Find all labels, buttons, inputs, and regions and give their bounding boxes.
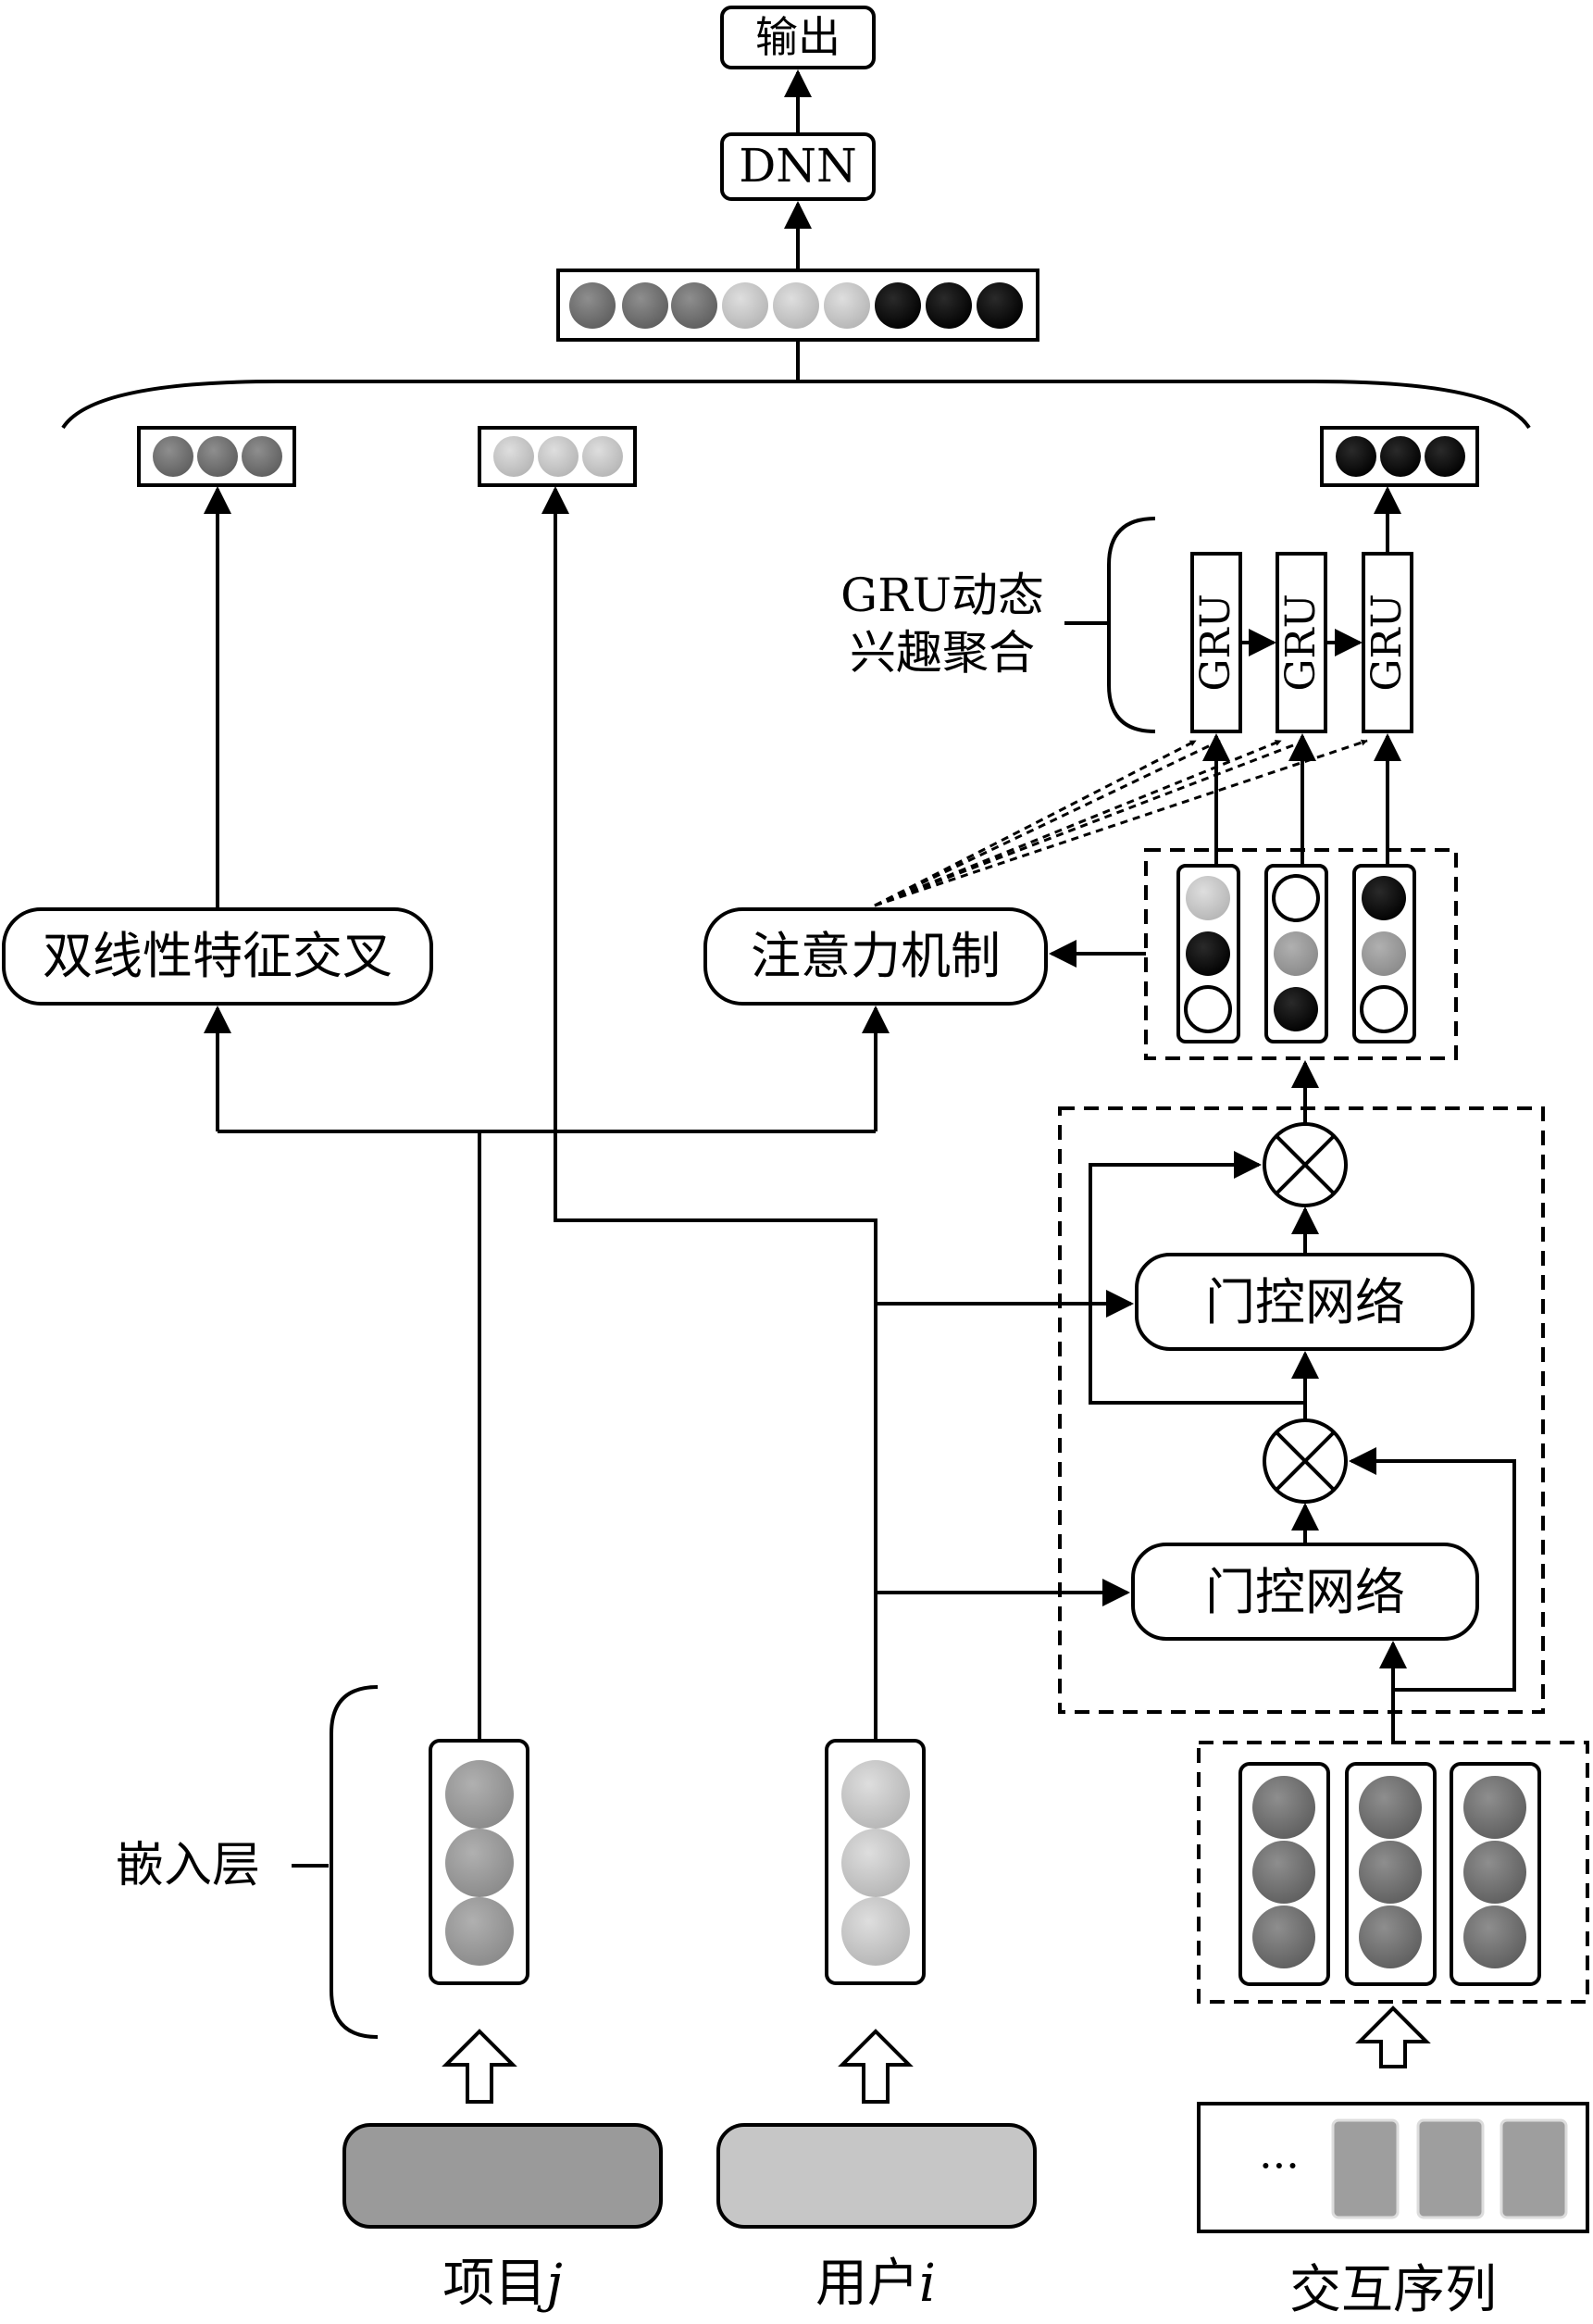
concat-node — [569, 282, 616, 329]
gated-network-group — [1058, 1106, 1545, 1714]
multiply-bottom — [1263, 1418, 1348, 1504]
output-label: 输出 — [755, 12, 840, 62]
bilinear-box: 双线性特征交叉 — [2, 907, 433, 1006]
svg-text:GRU: GRU — [1192, 593, 1239, 691]
gate-bottom-box: 门控网络 — [1131, 1543, 1479, 1641]
gate-top-box: 门控网络 — [1135, 1253, 1475, 1351]
sequence-item — [1331, 2118, 1400, 2219]
concat-node — [875, 282, 921, 329]
hidden-states-group — [1144, 848, 1458, 1060]
hollow-arrow-sequence — [1355, 2005, 1431, 2068]
gru-brace — [1107, 517, 1156, 733]
item-label: 项目j — [442, 2254, 562, 2314]
embedding-label: 嵌入层 — [116, 1838, 260, 1893]
dnn-label: DNN — [739, 139, 857, 193]
gate-bottom-label: 门控网络 — [1205, 1563, 1405, 1621]
concat-node — [824, 282, 870, 329]
attention-weight-lines — [874, 739, 1368, 907]
concat-node — [622, 282, 668, 329]
bilinear-output-vector — [137, 426, 296, 487]
svg-text:GRU: GRU — [1277, 593, 1325, 691]
gru-section-label-line2: 兴趣聚合 — [850, 626, 1035, 680]
gru-cell-1: GRU — [1190, 552, 1242, 733]
bilinear-label: 双线性特征交叉 — [43, 927, 392, 985]
seq-residual-to-mult — [1349, 1447, 1516, 1692]
embedding-brace — [330, 1685, 379, 2039]
user-label: 用户i — [815, 2254, 936, 2314]
gru-cell-2: GRU — [1276, 552, 1327, 733]
concat-node — [671, 282, 717, 329]
svg-text:GRU: GRU — [1363, 593, 1411, 691]
attention-label: 注意力机制 — [751, 927, 1001, 985]
item-input — [342, 2123, 663, 2229]
sequence-item — [1416, 2118, 1485, 2219]
sequence-ellipsis: ··· — [1259, 2141, 1300, 2191]
concat-node — [722, 282, 768, 329]
sequence-label: 交互序列 — [1289, 2260, 1497, 2320]
hollow-arrow-item — [442, 2029, 517, 2104]
gate-top-label: 门控网络 — [1205, 1273, 1405, 1331]
sequence-embedding-group — [1197, 1741, 1589, 2004]
gru-cell-3: GRU — [1362, 552, 1413, 733]
user-embedding — [825, 1739, 926, 1985]
concat-node — [773, 282, 819, 329]
user-input — [716, 2123, 1037, 2229]
top-brace — [61, 380, 1531, 430]
concat-node — [926, 282, 972, 329]
user-output-vector — [478, 426, 637, 487]
concat-node — [977, 282, 1023, 329]
gru-section-label-line1: GRU动态 — [840, 569, 1044, 622]
sequence-input: ··· — [1197, 2102, 1589, 2233]
sequence-item — [1500, 2118, 1568, 2219]
attention-box: 注意力机制 — [703, 907, 1048, 1006]
concat-vector — [556, 269, 1039, 342]
dnn-box: DNN — [720, 132, 876, 201]
hollow-arrow-user — [838, 2029, 914, 2104]
gru-output-vector — [1320, 426, 1479, 487]
item-embedding — [429, 1739, 529, 1985]
output-box: 输出 — [720, 6, 876, 69]
multiply-top — [1263, 1122, 1348, 1207]
skip-connection — [1089, 1151, 1305, 1405]
connector-lines — [218, 519, 877, 1741]
